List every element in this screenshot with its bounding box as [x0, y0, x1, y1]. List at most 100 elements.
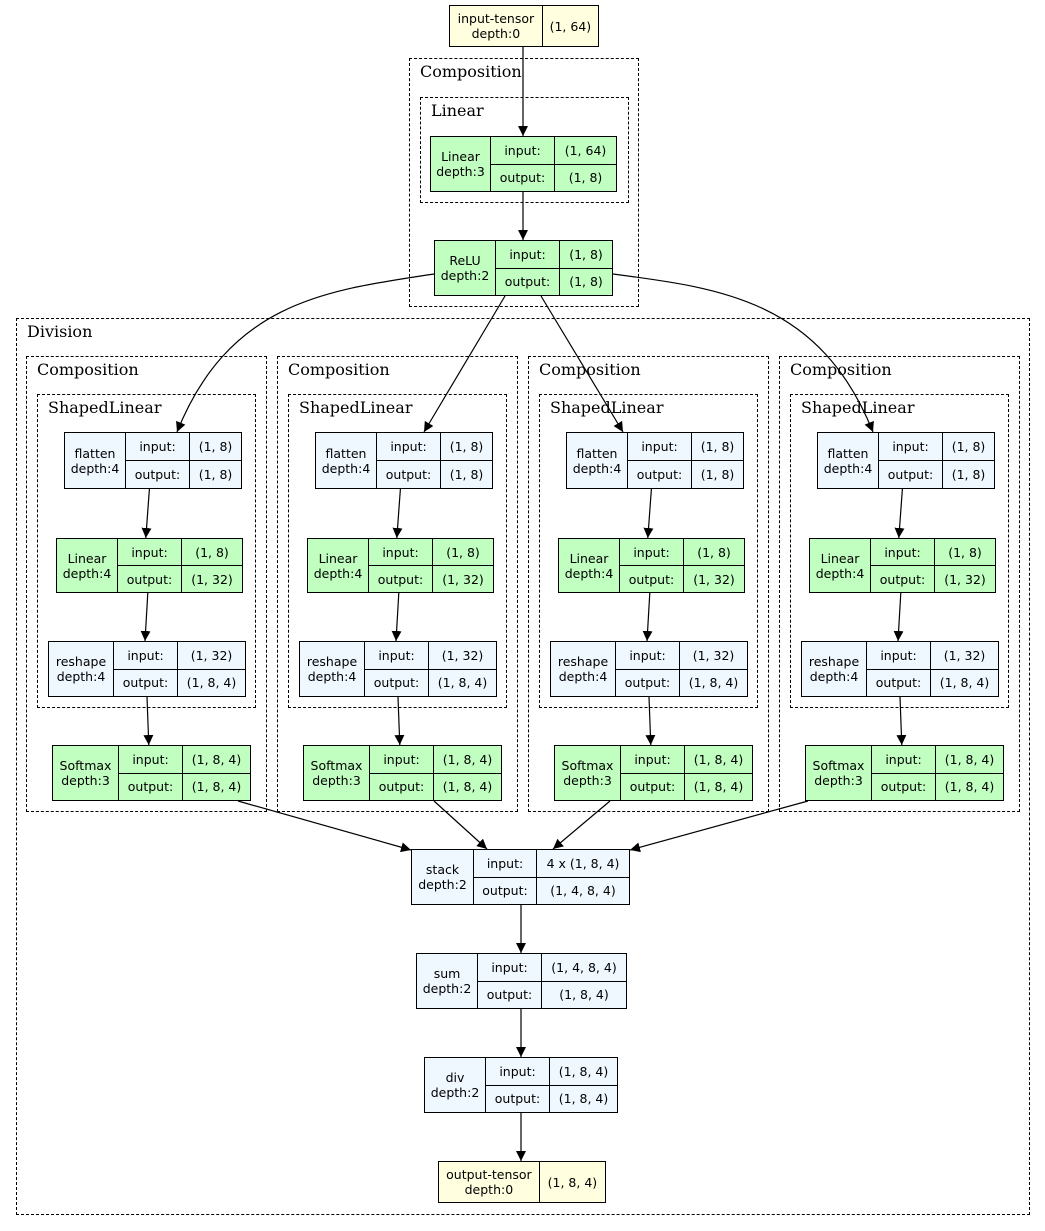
softmax-node-2-input-shape: (1, 8, 4) — [442, 751, 493, 767]
shapedlinear-cluster-3: ShapedLinear — [539, 394, 758, 708]
shapedlinear-cluster-4-label: ShapedLinear — [801, 398, 915, 417]
softmax-node-3-output-shape: (1, 8, 4) — [693, 779, 744, 795]
linear-top-node-input-label: input: — [491, 137, 555, 164]
reshape-node-3-depth: depth:4 — [558, 669, 608, 684]
flatten-node-3-output-row: output:(1, 8) — [628, 461, 743, 488]
input-tensor-node-op: input-tensor — [457, 11, 535, 26]
sum-node-op: sum — [433, 966, 461, 981]
softmax-node-3-io: input:(1, 8, 4)output:(1, 8, 4) — [621, 746, 752, 800]
relu-node-input-shape: (1, 8) — [569, 246, 603, 262]
linear-node-1-output-shape: (1, 32) — [191, 571, 233, 587]
composition-cluster-4-label: Composition — [790, 360, 892, 379]
stack-node-input-row: input: 4 x (1, 8, 4) — [474, 850, 629, 878]
sum-node-output-row: output:(1, 8, 4) — [478, 981, 626, 1008]
output-tensor-node-shape: (1, 8, 4) — [547, 1174, 598, 1190]
stack-node-input-shape: 4 x (1, 8, 4) — [546, 855, 620, 871]
composition-cluster-top-label: Composition — [420, 62, 522, 81]
linear-node-1-depth: depth:4 — [62, 565, 112, 581]
relu-node-depth: depth:2 — [440, 268, 490, 283]
reshape-node-4-input-row: input:(1, 32) — [867, 642, 998, 670]
softmax-node-1-input-shape: (1, 8, 4) — [191, 751, 242, 767]
linear-node-1-input-row: input:(1, 8) — [118, 539, 242, 566]
flatten-node-1-output-shape: (1, 8) — [198, 467, 233, 482]
reshape-node-1-input-label: input: — [114, 642, 178, 669]
softmax-node-1-io: input:(1, 8, 4)output:(1, 8, 4) — [119, 746, 250, 800]
reshape-node-4-depth: depth:4 — [809, 669, 859, 684]
softmax-node-2-output-shape: (1, 8, 4) — [442, 779, 493, 795]
flatten-node-3-input-label: input: — [628, 433, 692, 460]
linear-node-3-output-label: output: — [620, 566, 684, 592]
div-node-input-label: input: — [486, 1058, 550, 1085]
relu-node-input-row: input:(1, 8) — [496, 241, 612, 269]
linear-node-1-input-label: input: — [118, 539, 182, 565]
linear-node-4-io: input:(1, 8)output:(1, 32) — [871, 539, 995, 592]
softmax-node-4-io: input:(1, 8, 4)output:(1, 8, 4) — [872, 746, 1003, 800]
reshape-node-1-depth: depth:4 — [56, 669, 106, 684]
div-node-op: div — [445, 1070, 465, 1085]
reshape-node-3-input-row: input:(1, 32) — [616, 642, 747, 670]
reshape-node-2-output-label: output: — [365, 669, 429, 696]
division-cluster-label: Division — [27, 322, 93, 341]
softmax-node-1-output-row: output:(1, 8, 4) — [119, 773, 250, 800]
softmax-node-4-depth: depth:3 — [814, 773, 863, 788]
div-node-output-row: output:(1, 8, 4) — [486, 1085, 617, 1112]
linear-node-2-output-label: output: — [369, 566, 433, 592]
flatten-node-3-input-shape: (1, 8) — [700, 439, 735, 454]
flatten-node-4-input-row: input:(1, 8) — [879, 433, 994, 461]
stack-node-io: input:4 x (1, 8, 4)output:(1, 4, 8, 4) — [474, 850, 629, 904]
reshape-node-4-input-shape: (1, 32) — [943, 647, 986, 663]
flatten-node-3-output-shape: (1, 8) — [700, 467, 735, 482]
linear-node-4-output-label: output: — [871, 566, 935, 592]
reshape-node-3-input-shape: (1, 32) — [692, 647, 735, 663]
reshape-node-4-op: reshape — [808, 654, 860, 669]
relu-node-op: ReLU — [449, 253, 481, 268]
shapedlinear-cluster-4: ShapedLinear — [790, 394, 1009, 708]
softmax-node-4-input-label: input: — [872, 746, 936, 773]
flatten-node-1-input-row: input:(1, 8) — [126, 433, 241, 461]
div-node-io: input: (1, 8, 4)output:(1, 8, 4) — [486, 1058, 617, 1112]
shapedlinear-cluster-2-label: ShapedLinear — [299, 398, 413, 417]
reshape-node-1-input-row: input:(1, 32) — [114, 642, 245, 670]
sum-node-depth: depth:2 — [422, 981, 472, 996]
reshape-node-1-output-shape: (1, 8, 4) — [186, 675, 237, 691]
softmax-node-4-op: Softmax — [812, 758, 865, 773]
stack-node-input-label: input: — [474, 850, 537, 877]
flatten-node-1-output-row: output:(1, 8) — [126, 461, 241, 488]
composition-cluster-top: Composition — [409, 58, 639, 307]
reshape-node-2-depth: depth:4 — [307, 669, 357, 684]
flatten-node-4-depth: depth:4 — [823, 460, 873, 476]
div-node-output-shape: (1, 8, 4) — [558, 1091, 609, 1107]
linear-top-node-output-label: output: — [491, 164, 555, 191]
composition-cluster-1-label: Composition — [37, 360, 139, 379]
reshape-node-1-output-label: output: — [114, 669, 178, 696]
